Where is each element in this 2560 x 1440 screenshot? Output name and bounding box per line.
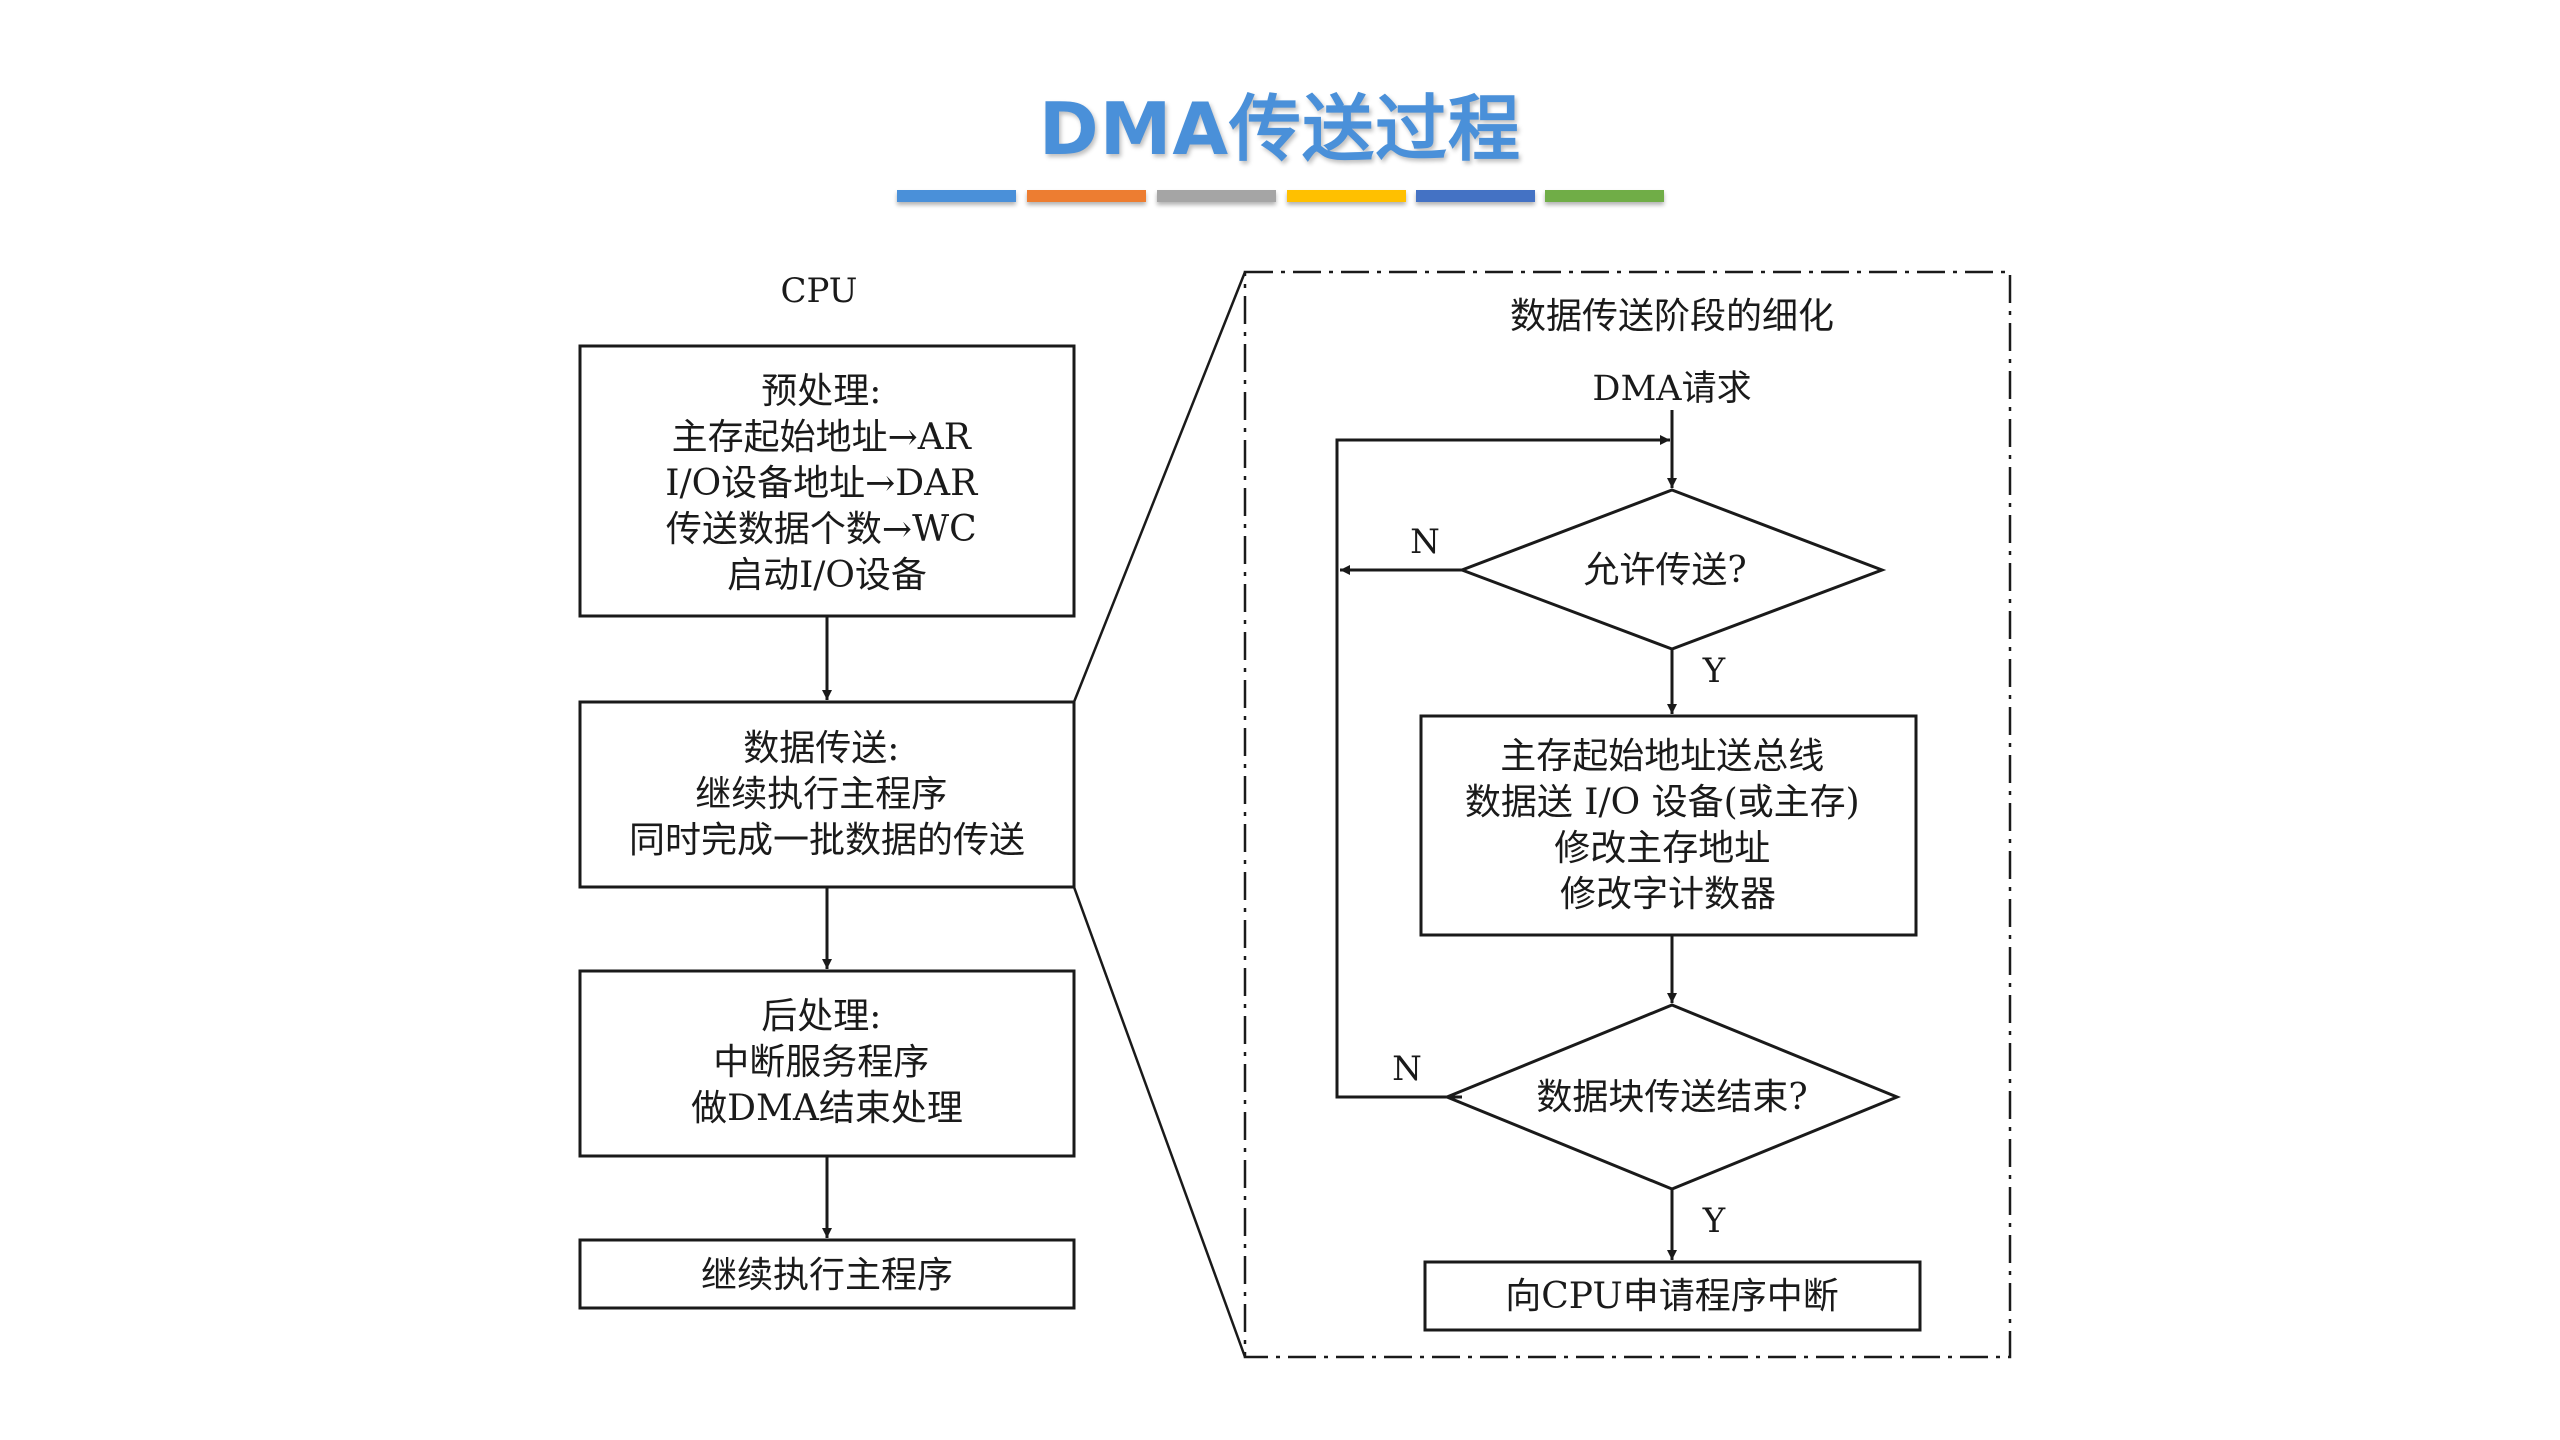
svg-text:数据传送: 继续执行主程序 同时完成一批数据: 数据传送: 继续执行主程序 同时完成一批数据的传送 [629,728,1025,861]
detail-frame [1243,270,2012,1359]
accent-segment-orange [1027,190,1146,202]
zoom-line-top [1072,271,1247,703]
cpu-label: CPU [781,271,858,311]
decision1-no-label: N [1410,522,1440,562]
loop-back-line [1335,435,1670,1099]
detail-title: 数据传送阶段的细化 [1510,296,1834,337]
postprocess-line-1: 后处理: [761,996,881,1037]
continue-main-label: 继续执行主程序 [701,1255,953,1296]
continue-main-box [578,1238,1076,1310]
transfer-line-3: 同时完成一批数据的传送 [629,820,1025,861]
preprocess-line-5: 启动I/O设备 [727,555,927,596]
zoom-line-bottom [1072,886,1247,1358]
transfer-line-2: 继续执行主程序 [695,774,947,815]
preprocess-line-4: 传送数据个数→WC [666,509,977,550]
preprocess-line-1: 预处理: [761,371,881,412]
svg-text:预处理: 主存起始地址→AR I/O设备地址: 预处理: 主存起始地址→AR I/O设备地址→DAR 传送数据个数→WC 启动I… [665,371,988,596]
postprocess-line-3: 做DMA结束处理 [691,1088,963,1129]
decision2-yes-label: Y [1702,1201,1726,1241]
title-accent-bar [897,190,1664,202]
preprocess-line-3: I/O设备地址→DAR [665,463,978,504]
decision1-yes-label: Y [1702,651,1726,691]
dma-request-label: DMA请求 [1592,369,1751,409]
interrupt-request-box [1423,1260,1922,1332]
accent-segment-gray [1157,190,1276,202]
process-line-1: 主存起始地址送总线 [1500,736,1824,777]
decision2-text: 数据块传送结束? [1536,1077,1807,1118]
interrupt-request-label: 向CPU申请程序中断 [1505,1276,1838,1317]
slide-title: DMA传送过程 [1038,87,1522,171]
decision2-no-label: N [1392,1049,1422,1089]
postprocess-line-2: 中断服务程序 [713,1042,929,1083]
transfer-process-box [1419,714,1918,937]
accent-segment-yellow [1287,190,1406,202]
process-line-2: 数据送 I/O 设备(或主存) [1465,782,1860,823]
process-line-4: 修改字计数器 [1560,874,1776,915]
svg-text:主存起始地址送总线 数据送 I/O 设备(或主存): 主存起始地址送总线 数据送 I/O 设备(或主存) 修改主存地址 修改字计数器 [1465,736,1871,915]
accent-segment-darkblue [1416,190,1535,202]
accent-segment-green [1545,190,1664,202]
preprocess-line-2: 主存起始地址→AR [672,417,972,458]
process-line-3: 修改主存地址 [1554,828,1770,869]
svg-text:后处理: 中断服务程序 做DMA结束处理: 后处理: 中断服务程序 做DMA结束处理 [691,996,963,1129]
transfer-line-1: 数据传送: [743,728,899,769]
accent-segment-blue [897,190,1016,202]
decision1-text: 允许传送? [1583,550,1746,591]
